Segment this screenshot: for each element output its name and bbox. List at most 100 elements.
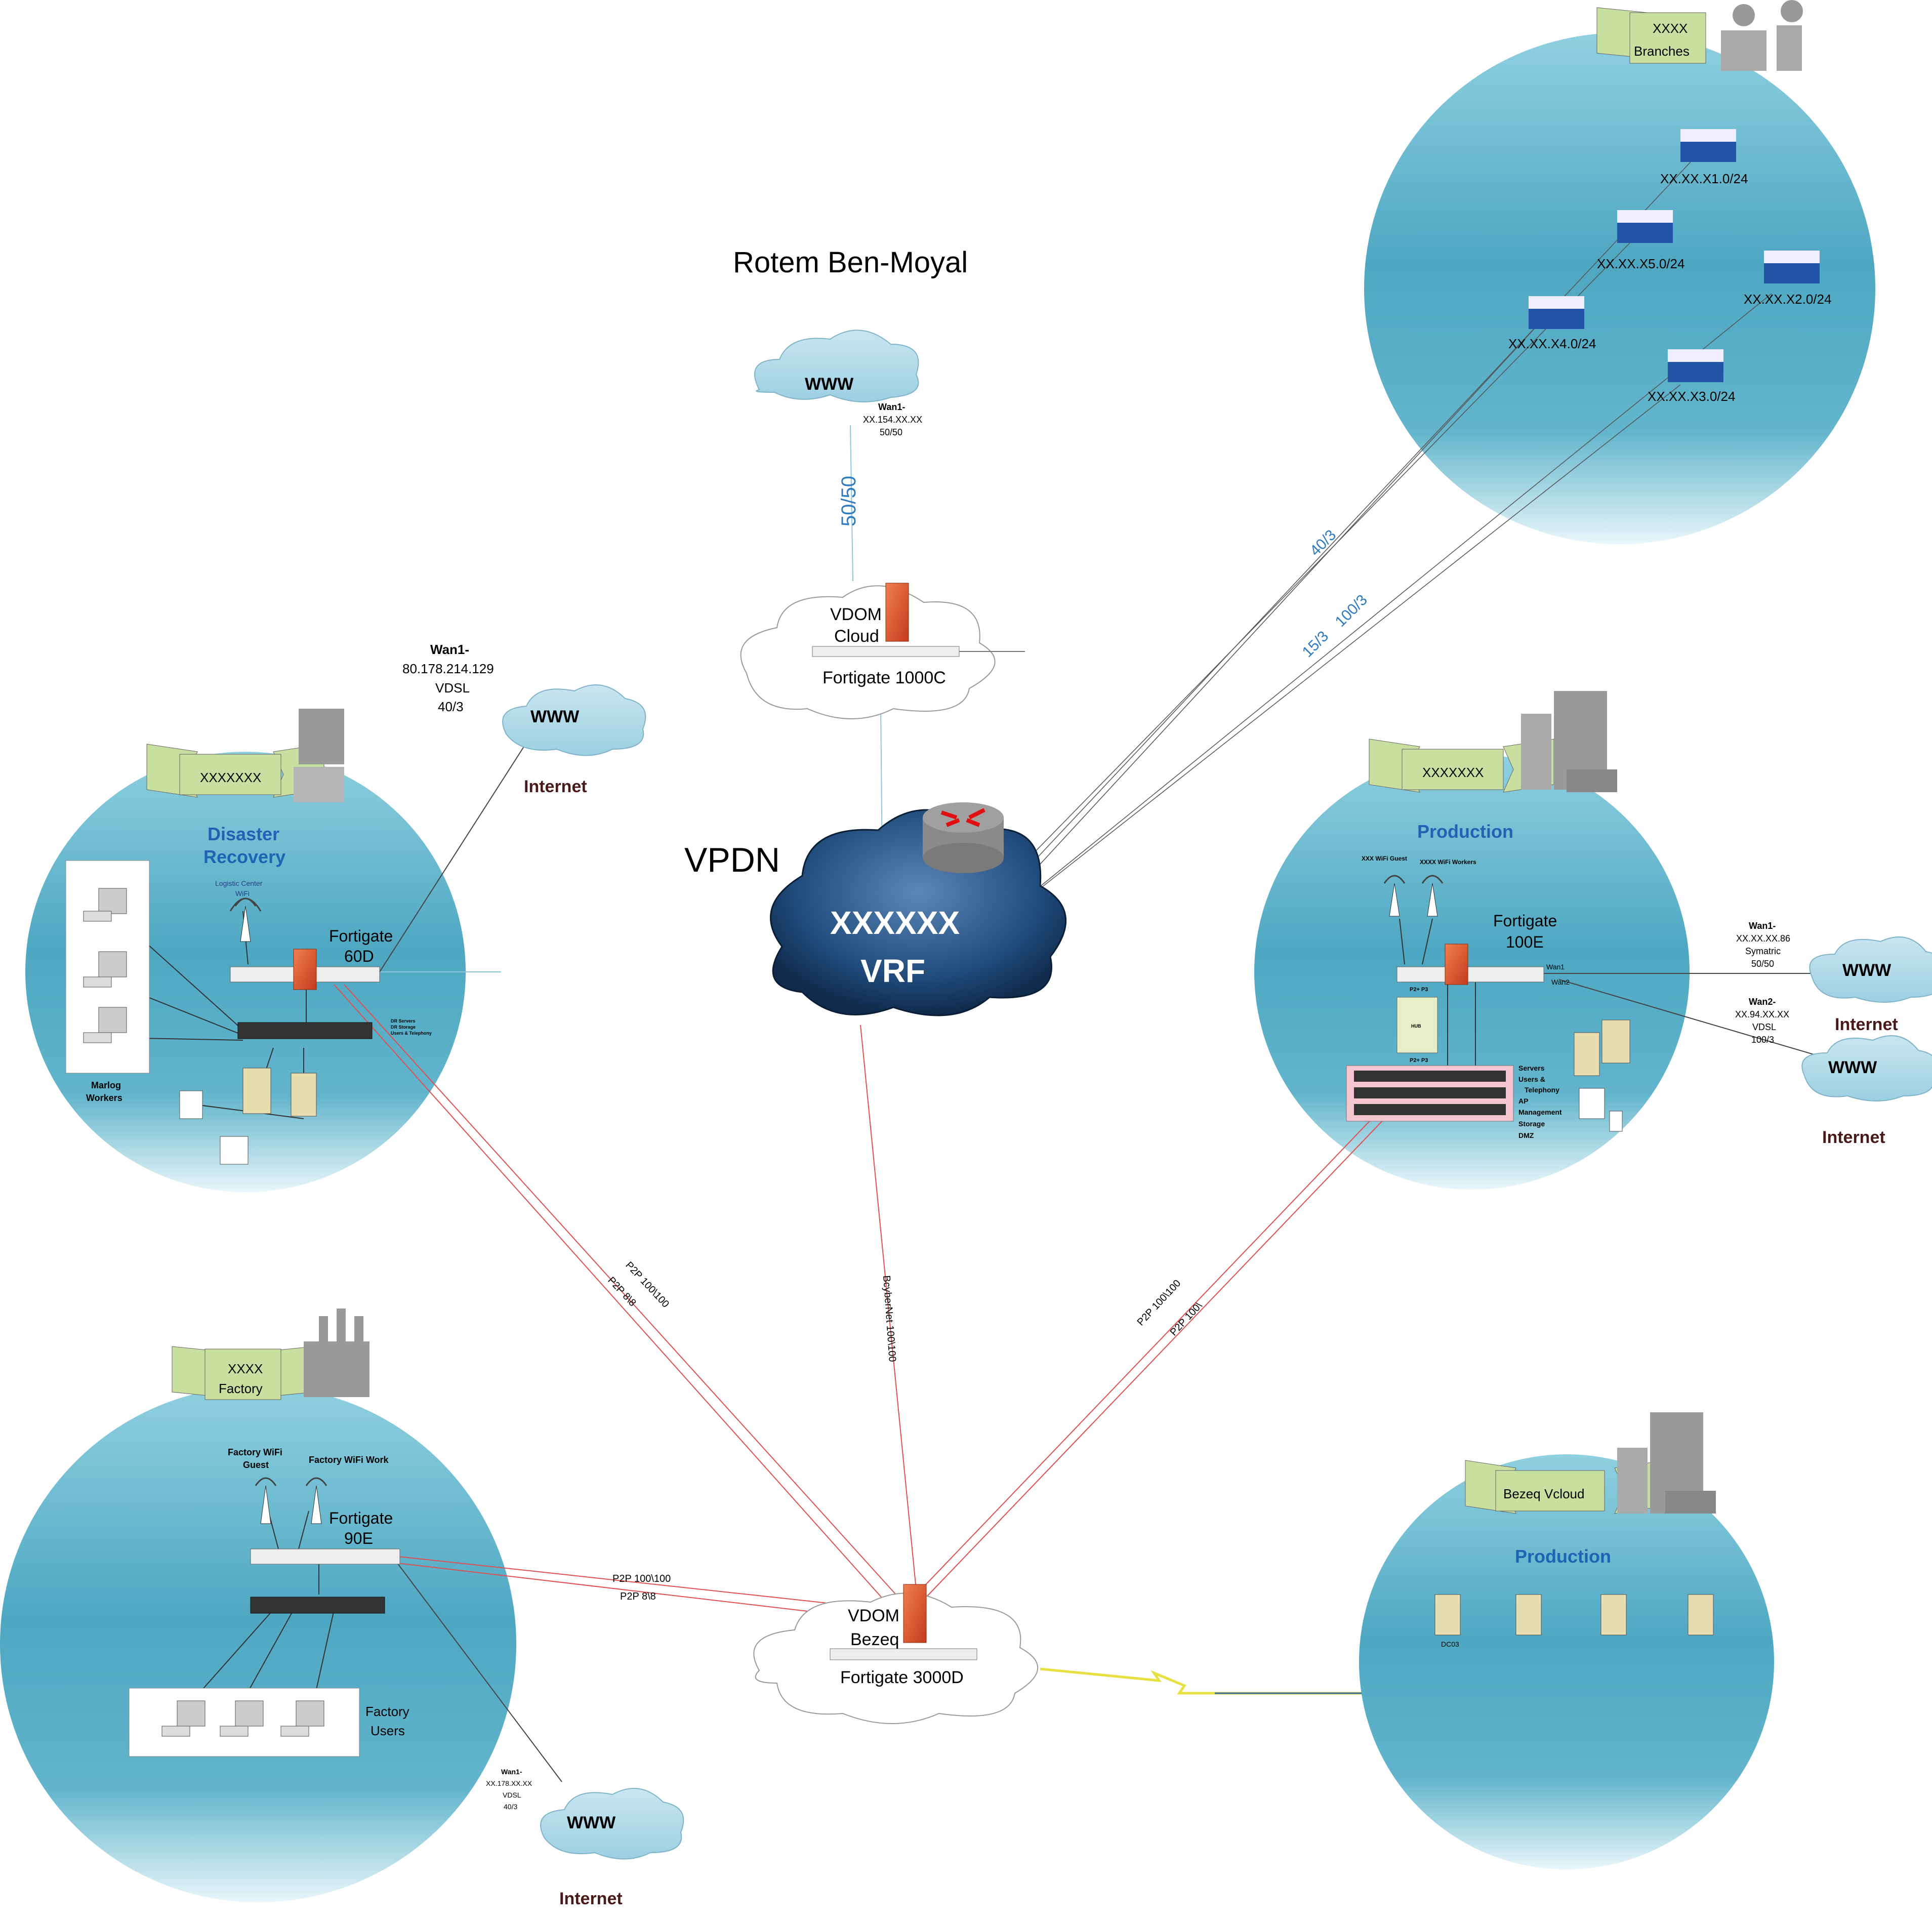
- building-icon: [1521, 691, 1617, 792]
- link-prod-p2p-100: P2P 100\100: [1135, 1278, 1183, 1328]
- branch-net-x2-label: XX.XX.X2.0/24: [1744, 292, 1831, 307]
- vdom-bezeq-node: VDOM Bezeq Fortigate 3000D: [753, 1584, 1039, 1724]
- fortigate-3000d-device: [830, 1648, 977, 1660]
- www-label-factory: WWW: [567, 1813, 616, 1832]
- dr-title-line2: Recovery: [203, 846, 285, 867]
- prod-hub: [1396, 997, 1438, 1053]
- server-icon: [1600, 1594, 1627, 1636]
- dr-bullet-3: Users & Telephony: [391, 1031, 432, 1036]
- link-branch-15: 15/3: [1299, 628, 1332, 661]
- www-cloud-prod1: WWW: [1809, 936, 1932, 1003]
- internet-label-dr: Internet: [524, 777, 587, 796]
- dr-wifi-line1: Logistic Center: [215, 879, 263, 887]
- prod-hub-label: HUB: [1411, 1024, 1421, 1029]
- dr-wan-line2: 80.178.214.129: [402, 661, 494, 676]
- prod-wan1-port: Wan1: [1546, 963, 1565, 971]
- building-icon: [1617, 1412, 1716, 1514]
- factory-fw-line1: Fortigate: [329, 1509, 393, 1527]
- branches-banner-line1: XXXX: [1653, 21, 1688, 36]
- workstation-icon: [83, 888, 127, 922]
- factory-users-line2: Users: [371, 1723, 405, 1738]
- vcloud-title: Production: [1515, 1546, 1611, 1567]
- vrf-label-line2: VRF: [860, 953, 925, 989]
- firewall-icon: [885, 583, 909, 642]
- dr-workers-line1: Marlog: [91, 1080, 121, 1090]
- vrf-label-line1: XXXXXX: [830, 905, 960, 941]
- vdom-bezeq-label1: VDOM: [848, 1606, 899, 1625]
- prod-fw-line2: 100E: [1506, 933, 1544, 951]
- www-cloud-factory: WWW: [540, 1788, 684, 1860]
- dr-bullet-1: DR Servers: [391, 1018, 416, 1024]
- factory-wan-line1: Wan1-: [501, 1768, 522, 1776]
- branch-net-x4-label: XX.XX.X4.0/24: [1508, 336, 1596, 351]
- link-bcybernet: BcyberNet 100\100: [881, 1275, 898, 1362]
- workstation-icon: [280, 1700, 324, 1737]
- dr-fw-line2: 60D: [344, 947, 374, 965]
- branch-people-icon: [1721, 0, 1803, 71]
- dr-wifi-line2: WiFi: [235, 889, 250, 897]
- wifi-antenna-icon: [255, 1477, 277, 1524]
- branch-net-x5: XX.XX.X5.0/24: [1597, 210, 1684, 271]
- factory-wifi-guest-line1: Factory WiFi: [228, 1447, 282, 1457]
- server-icon: [1515, 1594, 1542, 1636]
- prod-wan1-line4: 50/50: [1751, 959, 1774, 969]
- workstation-icon: [161, 1700, 205, 1737]
- www-label-dr: WWW: [530, 707, 580, 726]
- branch-net-x3-label: XX.XX.X3.0/24: [1648, 389, 1735, 404]
- prod-wan1-line3: Symatric: [1745, 946, 1781, 956]
- prod-wan2-line1: Wan2-: [1749, 997, 1776, 1007]
- prod-bullet-6: Storage: [1518, 1120, 1545, 1128]
- storage-icon: [220, 1136, 249, 1165]
- storage-icon: [179, 1090, 203, 1119]
- cloud-link-speed: 50/50: [838, 476, 860, 526]
- firewall-icon: [903, 1584, 927, 1643]
- router-icon: [923, 802, 1004, 873]
- dr-banner-label: XXXXXXX: [200, 770, 261, 785]
- wifi-antenna-icon: [1383, 875, 1406, 917]
- branch-net-x4: XX.XX.X4.0/24: [1508, 296, 1596, 351]
- factory-users-line1: Factory: [365, 1704, 409, 1719]
- cloud-wan-line3: 50/50: [880, 427, 902, 437]
- factory-sphere: [0, 1386, 516, 1902]
- branch-net-x1: XX.XX.X1.0/24: [1660, 129, 1748, 186]
- prod-p2p-top: P2+ P3: [1410, 987, 1428, 993]
- prod-bullet-3: Telephony: [1525, 1086, 1559, 1094]
- prod-wan2-line4: 100/3: [1751, 1035, 1774, 1045]
- www-label-prod2: WWW: [1828, 1058, 1877, 1077]
- cloud-wan-line2: XX.154.XX.XX: [863, 415, 922, 425]
- prod-bullet-1: Servers: [1518, 1064, 1545, 1072]
- vdom-cloud-label1: VDOM: [830, 605, 882, 624]
- dr-wan-line1: Wan1-: [430, 642, 469, 657]
- branch-net-x2: XX.XX.X2.0/24: [1744, 251, 1831, 307]
- storage-icon: [1609, 1111, 1623, 1132]
- dr-title-line1: Disaster: [208, 824, 279, 844]
- server-icon: [1434, 1594, 1461, 1636]
- link-branch-40: 40/3: [1307, 526, 1340, 559]
- diagram-title: Rotem Ben-Moyal: [733, 246, 968, 279]
- workstation-icon: [83, 951, 127, 988]
- link-factory-p2p-8: P2P 8\8: [620, 1591, 656, 1602]
- dr-switch: [237, 1022, 373, 1039]
- branch-net-x5-label: XX.XX.X5.0/24: [1597, 256, 1684, 271]
- branches-sphere: [1364, 33, 1875, 544]
- prod-bullet-7: DMZ: [1518, 1131, 1534, 1139]
- connection-lines: [116, 161, 1818, 1782]
- fortigate-3000d-label: Fortigate 3000D: [840, 1668, 964, 1687]
- www-label-top: WWW: [805, 375, 854, 394]
- dr-bullet-2: DR Storage: [391, 1025, 416, 1030]
- vdom-cloud-label2: Cloud: [834, 627, 879, 646]
- www-cloud-top: WWW: [754, 330, 919, 402]
- factory-fortigate-device: [250, 1548, 400, 1565]
- link-branch-100: 100/3: [1332, 592, 1371, 630]
- factory-wifi-work: Factory WiFi Work: [309, 1455, 389, 1465]
- factory-switch: [250, 1597, 385, 1614]
- vdom-cloud-node: VDOM Cloud Fortigate 1000C: [740, 583, 1025, 719]
- wifi-antenna-icon: [229, 897, 262, 942]
- cloud-wan-line1: Wan1-: [878, 402, 905, 412]
- firewall-icon: [293, 949, 317, 990]
- server-icon: [1601, 1019, 1630, 1064]
- link-dr-p2p-8: P2P 8\8: [605, 1275, 638, 1309]
- prod-wan2-line3: VDSL: [1752, 1022, 1776, 1032]
- workstation-icon: [83, 1007, 127, 1043]
